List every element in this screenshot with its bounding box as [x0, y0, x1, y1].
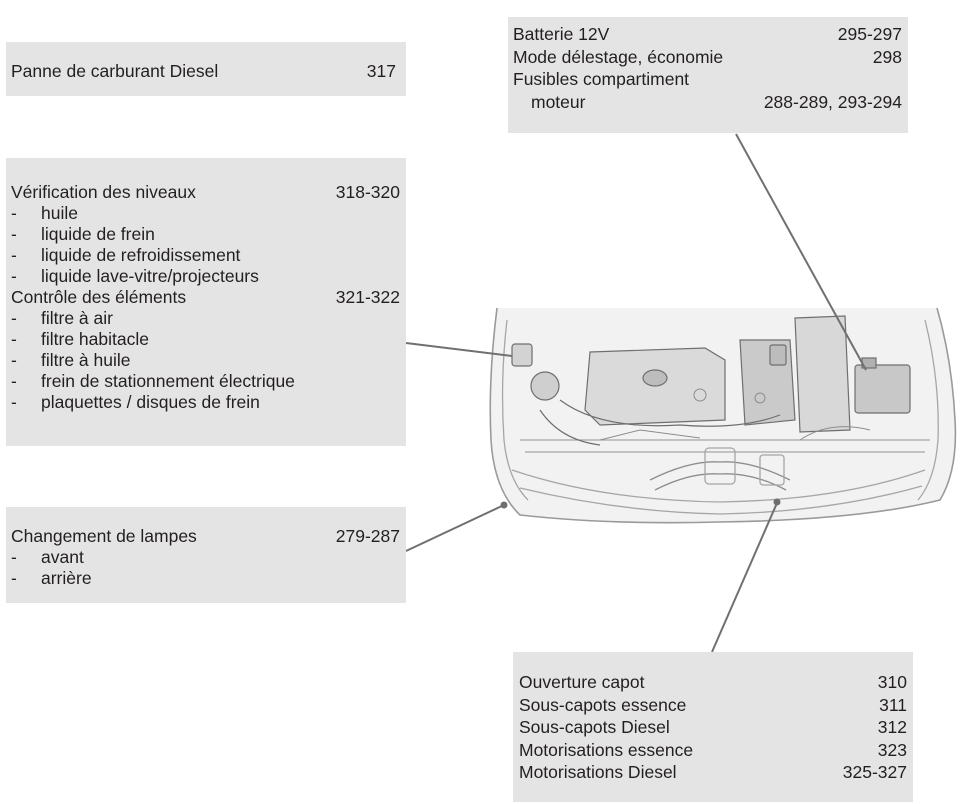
- elements-row[interactable]: Contrôle des éléments 321-322: [11, 287, 400, 308]
- lamps-label: Changement de lampes: [11, 526, 197, 546]
- battery-row[interactable]: Batterie 12V 295-297: [513, 23, 902, 46]
- leader-checks: [405, 342, 513, 357]
- petrol-engines-pages: 323: [877, 739, 907, 760]
- petrol-underbonnet-label: Sous-capots essence: [519, 694, 687, 715]
- element-air-filter: filtre à air: [41, 308, 113, 328]
- diesel-underbonnet-label: Sous-capots Diesel: [519, 717, 670, 737]
- list-item: -filtre à air: [11, 308, 113, 328]
- elements-label: Contrôle des éléments: [11, 287, 187, 307]
- petrol-underbonnet-pages: 311: [879, 694, 907, 715]
- fuses-pages: 288-289, 293-294: [763, 91, 902, 112]
- lamp-rear: arrière: [41, 568, 92, 588]
- elements-pages: 321-322: [335, 287, 400, 307]
- load-shedding-label: Mode délestage, économie: [513, 46, 724, 67]
- list-item: -plaquettes / disques de frein: [11, 392, 260, 412]
- diesel-engines-row[interactable]: Motorisations Diesel 325-327: [519, 761, 907, 784]
- fuel-pages: 317: [366, 61, 396, 81]
- list-item: -liquide lave-vitre/projecteurs: [11, 266, 259, 286]
- hood-opening-label: Ouverture capot: [519, 672, 645, 692]
- leader-battery: [735, 133, 867, 371]
- lamp-front: avant: [41, 547, 84, 567]
- list-item: -huile: [11, 203, 78, 223]
- level-coolant: liquide de refroidissement: [41, 245, 241, 265]
- fuel-label: Panne de carburant Diesel: [11, 61, 219, 81]
- list-item: -arrière: [11, 568, 92, 588]
- fuel-box: Panne de carburant Diesel 317: [6, 42, 406, 96]
- levels-pages: 318-320: [335, 182, 400, 202]
- battery-label: Batterie 12V: [513, 24, 610, 44]
- list-item: -liquide de frein: [11, 224, 155, 244]
- petrol-underbonnet-row[interactable]: Sous-capots essence 311: [519, 694, 907, 717]
- fuel-row[interactable]: Panne de carburant Diesel 317: [11, 61, 396, 82]
- list-item: -filtre à huile: [11, 350, 131, 370]
- lamps-box: Changement de lampes 279-287 -avant -arr…: [6, 507, 406, 603]
- level-washer: liquide lave-vitre/projecteurs: [41, 266, 259, 286]
- lamps-row[interactable]: Changement de lampes 279-287: [11, 526, 400, 547]
- petrol-engines-label: Motorisations essence: [519, 739, 694, 760]
- checks-box: Vérification des niveaux 318-320 -huile …: [6, 158, 406, 446]
- leader-lines: [405, 133, 867, 653]
- hood-box: Ouverture capot 310 Sous-capots essence …: [513, 652, 913, 802]
- diesel-engines-label: Motorisations Diesel: [519, 762, 677, 782]
- battery-pages: 295-297: [837, 24, 902, 44]
- list-item: -filtre habitacle: [11, 329, 149, 349]
- fuses-label-cont: moteur: [531, 91, 586, 112]
- list-item: -liquide de refroidissement: [11, 245, 241, 265]
- level-brake-fluid: liquide de frein: [41, 224, 155, 244]
- lamps-pages: 279-287: [335, 526, 400, 546]
- petrol-engines-row[interactable]: Motorisations essence 323: [519, 739, 907, 762]
- list-item: -avant: [11, 547, 84, 567]
- diesel-underbonnet-pages: 312: [877, 717, 907, 737]
- load-shedding-row[interactable]: Mode délestage, économie 298: [513, 46, 902, 69]
- diesel-engines-pages: 325-327: [842, 762, 907, 782]
- hood-opening-row[interactable]: Ouverture capot 310: [519, 671, 907, 694]
- levels-label: Vérification des niveaux: [11, 182, 196, 202]
- leader-hood: [711, 502, 778, 653]
- levels-row[interactable]: Vérification des niveaux 318-320: [11, 182, 400, 203]
- level-oil: huile: [41, 203, 78, 223]
- load-shedding-pages: 298: [872, 46, 902, 67]
- element-parking-brake: frein de stationnement électrique: [41, 371, 295, 391]
- fuses-label: Fusibles compartiment: [513, 69, 690, 89]
- element-brake-pads: plaquettes / disques de frein: [41, 392, 260, 412]
- element-oil-filter: filtre à huile: [41, 350, 131, 370]
- fuses-row-2[interactable]: moteur 288-289, 293-294: [513, 91, 902, 114]
- leader-lamps: [405, 504, 505, 552]
- hood-opening-pages: 310: [877, 672, 907, 692]
- fuses-row-1[interactable]: Fusibles compartiment: [513, 68, 902, 91]
- diesel-underbonnet-row[interactable]: Sous-capots Diesel 312: [519, 716, 907, 739]
- battery-box: Batterie 12V 295-297 Mode délestage, éco…: [508, 17, 908, 133]
- element-cabin-filter: filtre habitacle: [41, 329, 149, 349]
- list-item: -frein de stationnement électrique: [11, 371, 295, 391]
